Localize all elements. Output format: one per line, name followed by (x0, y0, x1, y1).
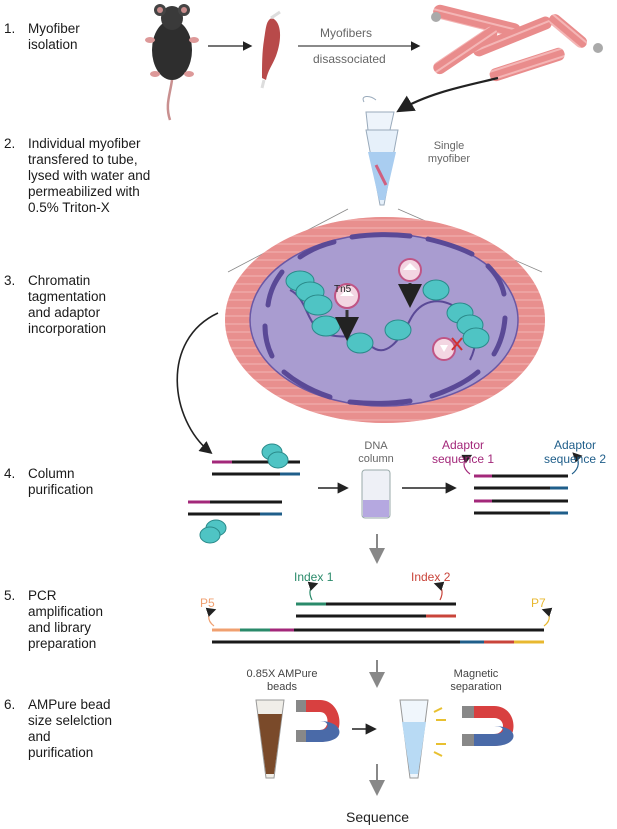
label-disassociated: disassociated (313, 52, 386, 66)
label-ampure-beads: 0.85X AMPure beads (236, 668, 328, 694)
step-2-line: lysed with water and (28, 168, 151, 183)
step-2-number: 2. (4, 136, 16, 151)
label-p7: P7 (531, 596, 546, 610)
step-4-number: 4. (4, 466, 16, 481)
label-sequence: Sequence (346, 809, 410, 825)
ampure-tube-icon (255, 699, 285, 779)
label-adaptor-1-line: sequence 1 (431, 452, 495, 466)
magnet-icon (296, 700, 340, 742)
pcr-library-dna (205, 581, 553, 644)
label-ampure-line: beads (267, 681, 297, 693)
magnet-icon-2 (462, 706, 514, 746)
label-adaptor-2: Adaptor sequence 2 (536, 438, 614, 466)
step-6-line: purification (28, 745, 94, 760)
tube-icon (362, 96, 399, 206)
label-adaptor-1: Adaptor sequence 1 (424, 438, 502, 466)
step-5-line: and library (28, 620, 92, 635)
step-6-number: 6. (4, 697, 16, 712)
step-5-line: PCR (28, 588, 57, 603)
step-6-line: size selelction (28, 713, 113, 728)
step-3-line: Chromatin (28, 273, 91, 288)
label-single-myofiber: Single myofiber (414, 140, 484, 166)
label-adaptor-1-line: Adaptor (441, 438, 485, 452)
dna-fragment-top (212, 443, 300, 476)
column-icon (361, 469, 391, 519)
label-index-2: Index 2 (411, 570, 451, 584)
label-dna-column-line: DNA (364, 440, 388, 452)
step-1-number: 1. (4, 21, 16, 36)
step-3-line: incorporation (28, 321, 107, 336)
step-4-text: Column purification (28, 466, 93, 498)
label-single-myofiber-line: myofiber (427, 153, 471, 165)
label-dna-column-line: column (358, 453, 394, 465)
step-4-line: Column (28, 466, 75, 481)
step-6-line: AMPure bead (28, 697, 111, 712)
tn5-enzyme-icon (334, 258, 463, 361)
label-magnetic-line: separation (450, 681, 502, 693)
step-2-line: 0.5% Triton-X (28, 200, 110, 215)
label-adaptor-2-line: sequence 2 (543, 452, 607, 466)
separation-tube-icon (399, 699, 446, 779)
label-magnetic-line: Magnetic (453, 668, 499, 680)
step-1-line: isolation (28, 37, 78, 52)
muscle-icon (260, 10, 281, 89)
arrow-to-purification (176, 312, 219, 455)
step-3-number: 3. (4, 273, 16, 288)
step-2-line: transfered to tube, (28, 152, 138, 167)
step-5-line: preparation (28, 636, 97, 651)
label-myofibers: Myofibers (320, 26, 373, 40)
step-6-line: and (28, 729, 51, 744)
step-3-line: and adaptor (28, 305, 101, 320)
step-3-text: Chromatin tagmentation and adaptor incor… (28, 273, 106, 337)
step-5-text: PCR amplification and library preparatio… (28, 588, 103, 652)
step-4-line: purification (28, 482, 94, 497)
step-3-line: tagmentation (28, 289, 107, 304)
mouse-icon (145, 4, 199, 121)
myofiber-bundle-icon (431, 4, 603, 82)
step-6-text: AMPure bead size selelction and purifica… (28, 697, 112, 761)
nucleosome-cluster (285, 270, 490, 354)
step-5-number: 5. (4, 588, 16, 603)
adaptor-dna (461, 452, 583, 515)
step-1-line: Myofiber (28, 21, 80, 36)
label-ampure-line: 0.85X AMPure (246, 668, 318, 680)
label-dna-column: DNA column (351, 440, 401, 466)
cell-ellipse (225, 217, 545, 423)
step-2-text: Individual myofiber transfered to tube, … (28, 136, 150, 216)
step-1-text: Myofiber isolation (28, 21, 80, 53)
label-magnetic-separation: Magnetic separation (436, 668, 516, 694)
label-adaptor-2-line: Adaptor (553, 438, 597, 452)
label-tn5: Tn5 (334, 284, 352, 295)
dna-fragment-bottom (188, 500, 282, 544)
label-index-1: Index 1 (294, 570, 334, 584)
step-2-line: Individual myofiber (28, 136, 141, 151)
step-5-line: amplification (28, 604, 104, 619)
label-p5: P5 (200, 596, 215, 610)
arrow-fibers-to-tube (396, 76, 499, 113)
label-single-myofiber-line: Single (433, 140, 465, 152)
step-2-line: permeabilized with (28, 184, 140, 199)
